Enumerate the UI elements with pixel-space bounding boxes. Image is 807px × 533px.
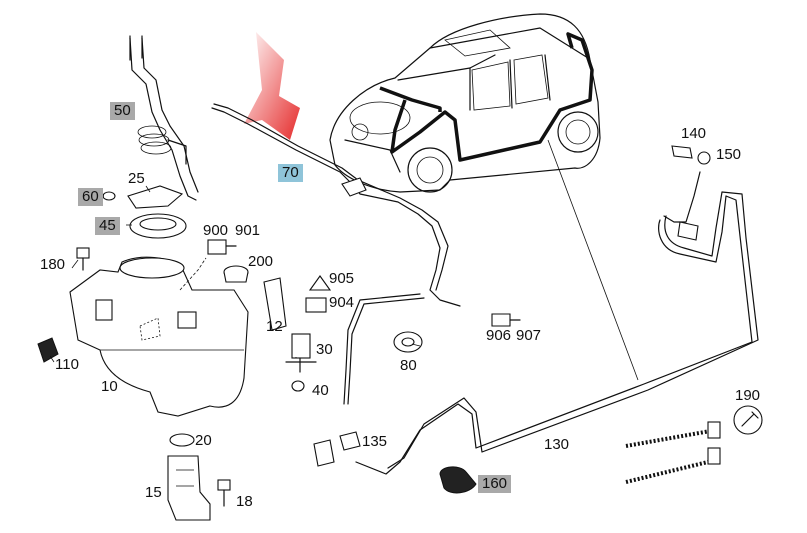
part-label-190: 190 [735, 387, 761, 404]
part-label-130: 130 [544, 436, 570, 453]
elbow-135 [313, 431, 361, 467]
leader-lines [49, 185, 421, 363]
connector-906 [491, 313, 521, 327]
bracket-12 [263, 277, 287, 331]
part-label-907: 907 [516, 327, 542, 344]
part-label-906: 906 [486, 327, 512, 344]
part-label-160: 160 [478, 475, 512, 493]
bolt-180 [76, 247, 90, 271]
part-label-15: 15 [145, 484, 162, 501]
bolt-18 [217, 479, 231, 507]
filler-neck [129, 35, 199, 201]
clip-60 [102, 191, 116, 201]
part-label-18: 18 [236, 493, 253, 510]
nozzle-140 [355, 145, 759, 475]
part-label-25: 25 [128, 170, 145, 187]
part-label-40: 40 [312, 382, 329, 399]
clip-160 [439, 466, 477, 494]
part-label-904: 904 [329, 294, 355, 311]
part-label-30: 30 [316, 341, 333, 358]
washer-reservoir [37, 256, 249, 417]
part-label-150: 150 [716, 146, 742, 163]
heated-hose-190 [625, 421, 721, 484]
part-label-180: 180 [40, 256, 66, 273]
bracket-15 [167, 455, 211, 521]
connector-900 [207, 239, 237, 255]
grommet-20 [169, 433, 195, 447]
seal-ring [129, 213, 187, 239]
part-label-901: 901 [235, 222, 261, 239]
washer-pump [285, 275, 332, 392]
part-label-80: 80 [400, 357, 417, 374]
part-label-20: 20 [195, 432, 212, 449]
part-label-45: 45 [95, 217, 120, 235]
part-label-70: 70 [278, 164, 303, 182]
part-label-135: 135 [362, 433, 388, 450]
part-label-110: 110 [55, 356, 79, 373]
part-label-50: 50 [110, 102, 135, 120]
part-label-900: 900 [203, 222, 229, 239]
mounting-plate [127, 185, 184, 209]
part-label-12: 12 [266, 318, 283, 335]
grommet-200 [223, 265, 249, 283]
part-label-140: 140 [681, 125, 707, 142]
part-label-60: 60 [78, 188, 103, 206]
wrench-icon [733, 405, 763, 435]
washer-hose-front [211, 103, 461, 405]
grommet-80 [393, 331, 423, 353]
part-label-10: 10 [101, 378, 118, 395]
highlight-arrow-icon [244, 32, 300, 140]
part-label-905: 905 [329, 270, 355, 287]
car-illustration [329, 13, 639, 381]
part-label-200: 200 [248, 253, 274, 270]
